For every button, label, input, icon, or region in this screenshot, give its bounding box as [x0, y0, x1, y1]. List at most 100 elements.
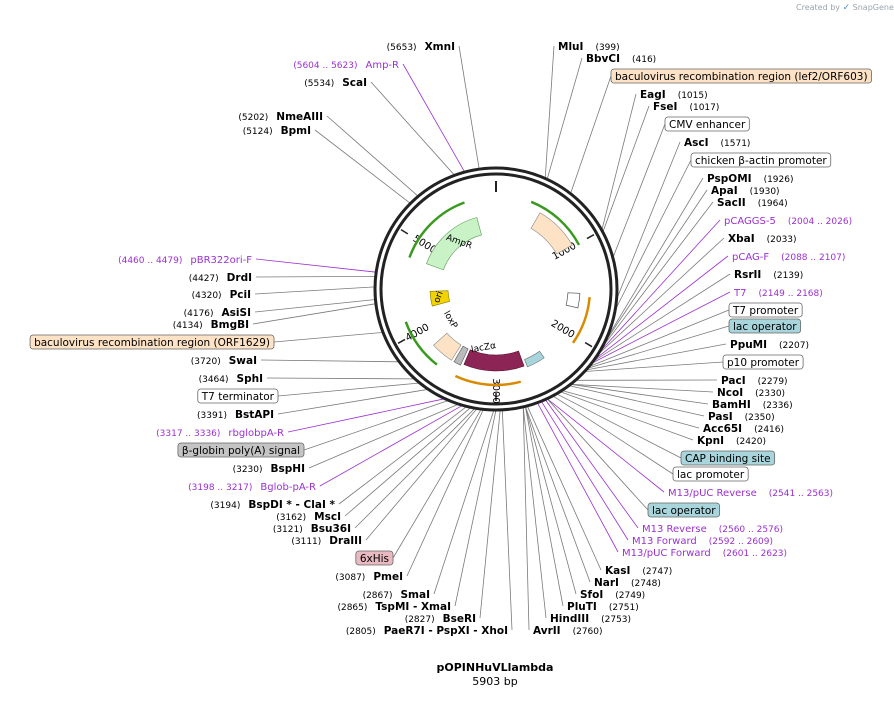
- label-name: MluI: [558, 41, 583, 53]
- label-position: (2033): [767, 235, 797, 245]
- primer-label: M13 Forward(2592 .. 2609): [632, 536, 773, 547]
- loxp-feature: [453, 345, 469, 366]
- snapgene-logo-icon: ✓: [842, 3, 851, 13]
- label-name: NmeAIII: [276, 111, 323, 123]
- feature-label: CMV enhancer: [664, 116, 750, 132]
- label-position: (3317 .. 3336): [156, 429, 220, 439]
- baculo-lef2-feature: [530, 212, 573, 255]
- leader-line: [546, 57, 583, 180]
- label-name: DrdI: [227, 272, 252, 284]
- leader-line: [433, 409, 495, 595]
- enzyme-site-label: BspHI(3230): [233, 463, 305, 475]
- feature-label-text: chicken β-actin promoter: [695, 155, 827, 167]
- feature-label-box: [728, 318, 802, 334]
- label-name: MscI: [314, 511, 341, 523]
- label-name: PaeR7I - PspXI - XhoI: [384, 625, 508, 637]
- enzyme-site-label: PpuMI(2207): [730, 339, 809, 351]
- baculo-orf1629-feature: [433, 332, 462, 361]
- enzyme-site-label: PciI(4320): [192, 289, 251, 301]
- feature-label-text: T7 terminator: [201, 391, 275, 403]
- leader-line: [602, 105, 650, 233]
- enzyme-site-label: PluTI (2751): [567, 601, 639, 613]
- leader-line: [592, 273, 731, 363]
- enzyme-site-label: BbvCI(416): [586, 53, 656, 65]
- label-position: (4460 .. 4479): [118, 256, 182, 266]
- feature-label-box: [647, 502, 721, 518]
- feature-label: β-globin poly(A) signal: [177, 442, 305, 458]
- ruler-tick-label: 3000: [490, 378, 501, 403]
- leader-line: [273, 332, 384, 343]
- leader-line: [524, 406, 591, 583]
- feature-label-box: [664, 116, 750, 132]
- label-position: (2748): [631, 579, 661, 589]
- enzyme-site-label: FseI(1017): [653, 101, 719, 113]
- enzyme-site-label: Acc65I(2416): [703, 423, 784, 435]
- label-position: (3087): [335, 573, 365, 583]
- label-position: (2330): [755, 389, 785, 399]
- feature-label-box: [672, 466, 749, 482]
- feature-label: lac operator: [647, 502, 721, 518]
- primer-label: M13/pUC Reverse(2541 .. 2563): [668, 488, 833, 499]
- backbone-inner-circle: [379, 172, 613, 406]
- leader-line: [616, 141, 681, 300]
- label-name: RsrII: [734, 269, 761, 281]
- label-position: (2753): [601, 615, 631, 625]
- primer-label: pCAG-F(2088 .. 2107): [732, 252, 845, 263]
- label-position: (1571): [721, 139, 751, 149]
- primer-label: M13/pUC Forward(2601 .. 2623): [622, 548, 787, 559]
- credit-prefix: Created by: [796, 3, 841, 12]
- leader-line: [254, 286, 376, 295]
- leader-line: [604, 177, 704, 343]
- leader-line: [344, 407, 472, 517]
- enzyme-site-label: KpnI(2420): [697, 435, 766, 447]
- label-name: Bglob-pA-R: [260, 482, 316, 493]
- enzyme-site-label: PaeR7I - PspXI - XhoI(2805): [346, 625, 508, 637]
- leader-line: [365, 408, 478, 541]
- enzyme-site-label: KasI(2747): [605, 565, 672, 577]
- leader-line: [252, 303, 376, 325]
- label-position: (2420): [736, 437, 766, 447]
- label-position: (4176): [184, 309, 214, 319]
- ori-feature: [429, 290, 451, 307]
- enzyme-site-label: EagI(1015): [640, 89, 708, 101]
- leader-line: [458, 45, 480, 170]
- primer-label: pCAGGS-5(2004 .. 2026): [724, 216, 852, 227]
- leader-line: [524, 406, 577, 595]
- label-name: SmaI: [401, 589, 431, 601]
- ruler-tick-label: 2000: [549, 318, 576, 341]
- label-position: (2601 .. 2623): [723, 549, 787, 559]
- feature-label-text: lac operator: [652, 505, 716, 517]
- label-name: rbglobpA-R: [228, 428, 284, 439]
- leader-line: [597, 237, 725, 356]
- label-position: (4134): [173, 321, 203, 331]
- label-position: (399): [595, 43, 619, 53]
- label-position: (2751): [609, 603, 639, 613]
- feature-label: lac promoter: [672, 466, 749, 482]
- leader-line: [338, 406, 467, 505]
- label-name: PluTI: [567, 601, 597, 613]
- feature-label-text: CMV enhancer: [669, 119, 746, 131]
- leader-line: [544, 45, 555, 179]
- leader-line: [255, 275, 376, 278]
- label-name: XmnI: [425, 41, 455, 53]
- feature-arc-label: ori: [432, 290, 445, 304]
- enzyme-site-label: PmeI (3087): [335, 571, 403, 583]
- leader-line: [479, 409, 501, 619]
- feature-label: baculovirus recombination region (lef2/O…: [610, 68, 872, 84]
- feature-label-text: T7 promoter: [732, 305, 799, 317]
- feature-label: baculovirus recombination region (ORF162…: [29, 334, 275, 350]
- leader-line: [598, 219, 721, 354]
- enzyme-site-label: ScaI(5534): [304, 77, 367, 89]
- leader-line: [570, 383, 714, 393]
- label-position: (2207): [779, 341, 809, 351]
- plasmid-size: 5903 bp: [472, 675, 518, 688]
- label-position: (2004 .. 2026): [788, 217, 852, 227]
- label-name: PmeI: [373, 571, 403, 583]
- label-position: (1015): [678, 91, 708, 101]
- feature-label-box: [177, 442, 305, 458]
- enzyme-site-label: TspMI - XmaI(2865): [337, 601, 451, 613]
- leader-line: [601, 93, 637, 231]
- primer-label: M13 Reverse(2560 .. 2576): [642, 524, 783, 535]
